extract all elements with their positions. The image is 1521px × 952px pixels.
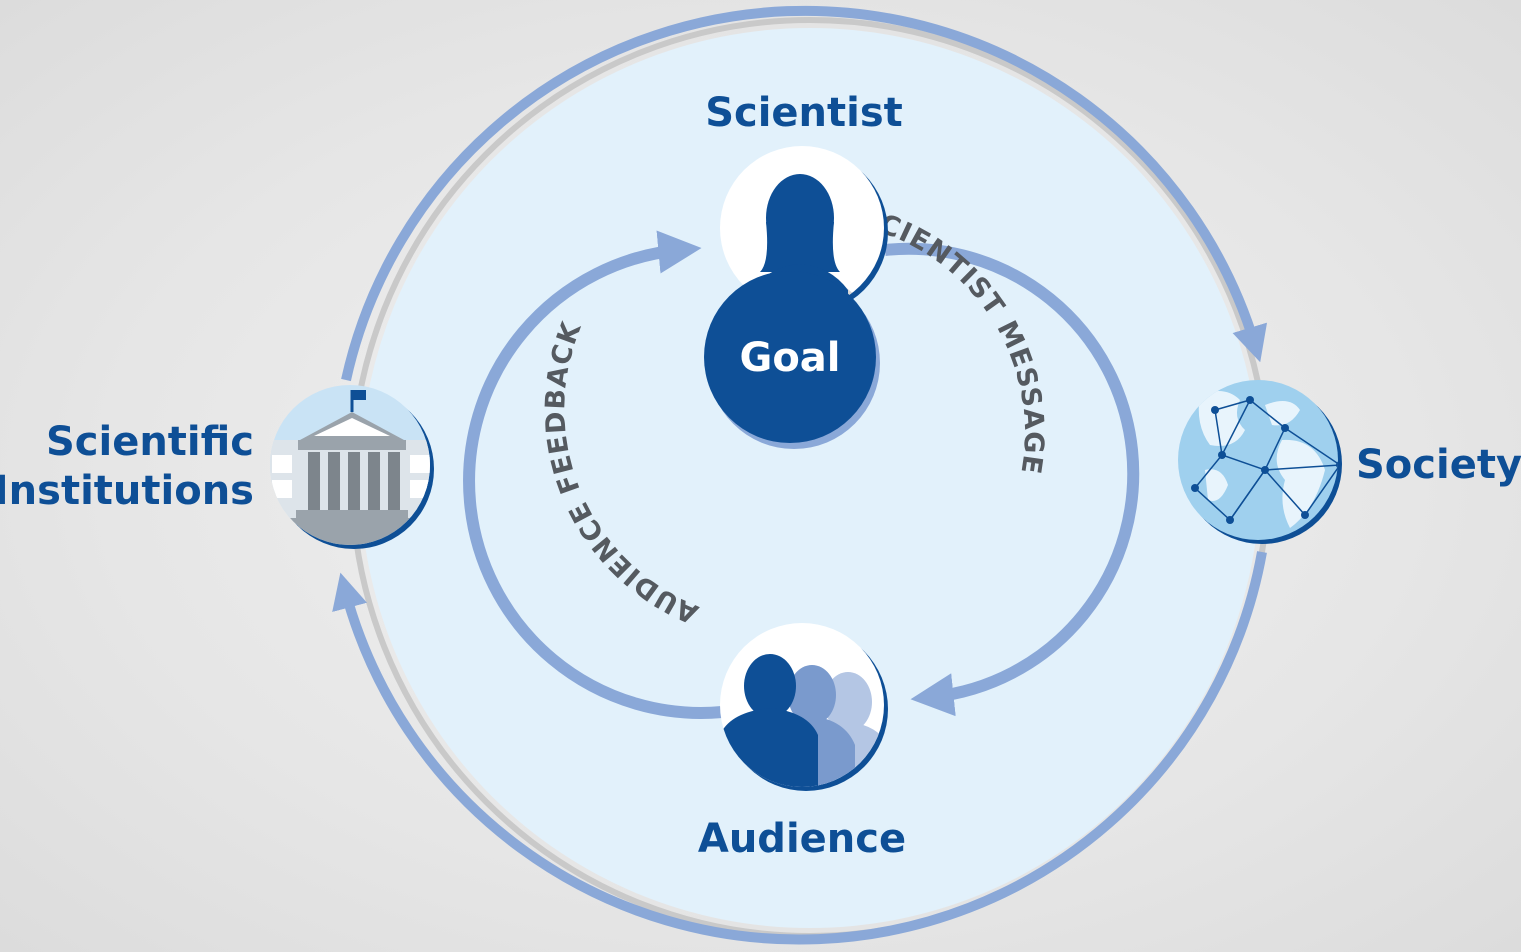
outer-arrow-top bbox=[341, 5, 1268, 382]
society-node bbox=[1178, 380, 1342, 544]
society-label: Society bbox=[1356, 442, 1521, 488]
feedback-arrow bbox=[463, 230, 723, 719]
audience-node bbox=[720, 623, 888, 791]
message-arrow bbox=[884, 242, 1140, 717]
audience-label: Audience bbox=[698, 816, 906, 862]
institutions-label-line2: Institutions bbox=[0, 468, 254, 514]
goal-label: Goal bbox=[739, 335, 840, 381]
institution-building-icon bbox=[270, 390, 430, 545]
institutions-label-line1: Scientific bbox=[46, 419, 254, 465]
goal-node: Goal bbox=[704, 271, 880, 449]
globe-network-icon bbox=[1191, 391, 1338, 528]
institutions-node bbox=[270, 385, 434, 549]
scientist-label: Scientist bbox=[705, 90, 903, 136]
outer-arrow-bottom bbox=[332, 551, 1267, 945]
